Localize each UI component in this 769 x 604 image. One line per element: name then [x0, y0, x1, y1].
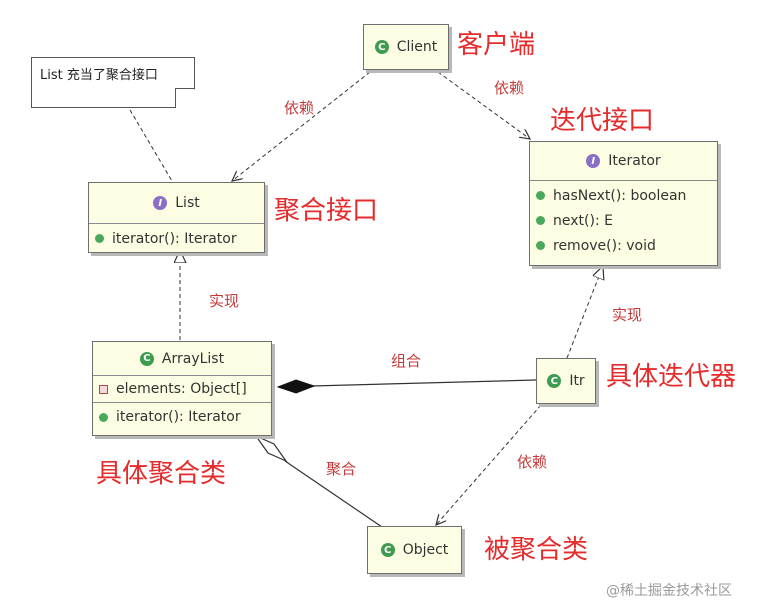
aggregation-diamond [254, 434, 288, 463]
interface-list[interactable]: I List iterator(): Iterator [88, 182, 265, 253]
role-label-arraylist: 具体聚合类 [96, 459, 227, 489]
class-itr-name: Itr [569, 373, 585, 389]
public-method-icon [536, 191, 545, 200]
interface-iterator[interactable]: I Iterator hasNext(): boolean next(): E … [529, 141, 718, 266]
class-client-name: Client [396, 39, 438, 55]
edge-label-arraylist-object: 聚合 [326, 460, 357, 478]
edge-itr-iterator [566, 266, 603, 359]
method-row: iterator(): Iterator [93, 403, 271, 431]
watermark: @稀土掘金技术社区 [606, 583, 732, 599]
role-label-client: 客户端 [457, 30, 536, 60]
edge-itr-object [436, 404, 542, 525]
composition-diamond [276, 379, 316, 394]
interface-iterator-header: I Iterator [530, 142, 717, 181]
interface-list-header: I List [89, 183, 264, 224]
class-icon: C [547, 374, 562, 388]
class-arraylist-fields: elements: Object[] [93, 376, 271, 403]
method-label: iterator(): Iterator [116, 409, 241, 425]
class-client[interactable]: C Client [363, 24, 449, 70]
method-row: hasNext(): boolean [530, 183, 717, 208]
class-itr[interactable]: C Itr [536, 358, 596, 404]
method-label: hasNext(): boolean [553, 187, 687, 204]
edge-label-itr-iterator: 实现 [612, 306, 643, 324]
interface-icon: I [153, 196, 168, 210]
class-arraylist-name: ArrayList [161, 350, 225, 367]
role-label-itr: 具体迭代器 [606, 362, 737, 392]
public-method-icon [99, 412, 108, 422]
edge-client-list [232, 71, 371, 181]
class-object[interactable]: C Object [367, 526, 462, 574]
role-label-list: 聚合接口 [274, 196, 379, 226]
method-row: remove(): void [530, 233, 717, 258]
edge-label-itr-object: 依赖 [517, 453, 548, 471]
class-client-header: C Client [364, 25, 448, 69]
interface-list-methods: iterator(): Iterator [89, 224, 264, 253]
public-method-icon [536, 216, 545, 225]
method-row: iterator(): Iterator [89, 226, 264, 251]
interface-list-name: List [175, 195, 200, 211]
class-icon: C [374, 40, 389, 54]
class-object-header: C Object [368, 527, 461, 573]
class-icon: C [139, 351, 154, 366]
method-row: next(): E [530, 208, 717, 233]
note-anchor-line [129, 109, 173, 182]
method-label: next(): E [553, 212, 613, 229]
class-arraylist[interactable]: C ArrayList elements: Object[] iterator(… [92, 341, 272, 436]
note-text: List 充当了聚合接口 [40, 68, 158, 83]
class-arraylist-methods: iterator(): Iterator [93, 403, 271, 431]
class-arraylist-header: C ArrayList [93, 342, 271, 376]
interface-iterator-methods: hasNext(): boolean next(): E remove(): v… [530, 181, 717, 260]
role-label-object: 被聚合类 [484, 535, 589, 565]
field-row: elements: Object[] [93, 376, 271, 402]
interface-icon: I [586, 154, 601, 168]
edge-label-arraylist-itr: 组合 [391, 352, 422, 370]
edge-arraylist-itr [311, 379, 537, 387]
edge-label-arraylist-list: 实现 [209, 292, 240, 310]
note: List 充当了聚合接口 [31, 57, 195, 108]
method-label: remove(): void [553, 237, 656, 254]
edge-label-client-iterator: 依赖 [494, 79, 525, 97]
class-itr-header: C Itr [537, 359, 595, 403]
field-label: elements: Object[] [116, 381, 247, 397]
class-icon: C [380, 543, 395, 557]
edge-label-client-list: 依赖 [284, 99, 315, 117]
edge-client-iterator [437, 71, 530, 139]
public-method-icon [95, 234, 104, 243]
note-fold [175, 88, 195, 108]
role-label-iterator: 迭代接口 [550, 106, 655, 136]
method-label: iterator(): Iterator [112, 230, 237, 247]
private-field-icon [99, 384, 108, 394]
public-method-icon [536, 241, 545, 250]
edge-arraylist-object [284, 460, 383, 528]
class-object-name: Object [402, 542, 449, 558]
interface-iterator-name: Iterator [608, 153, 661, 169]
